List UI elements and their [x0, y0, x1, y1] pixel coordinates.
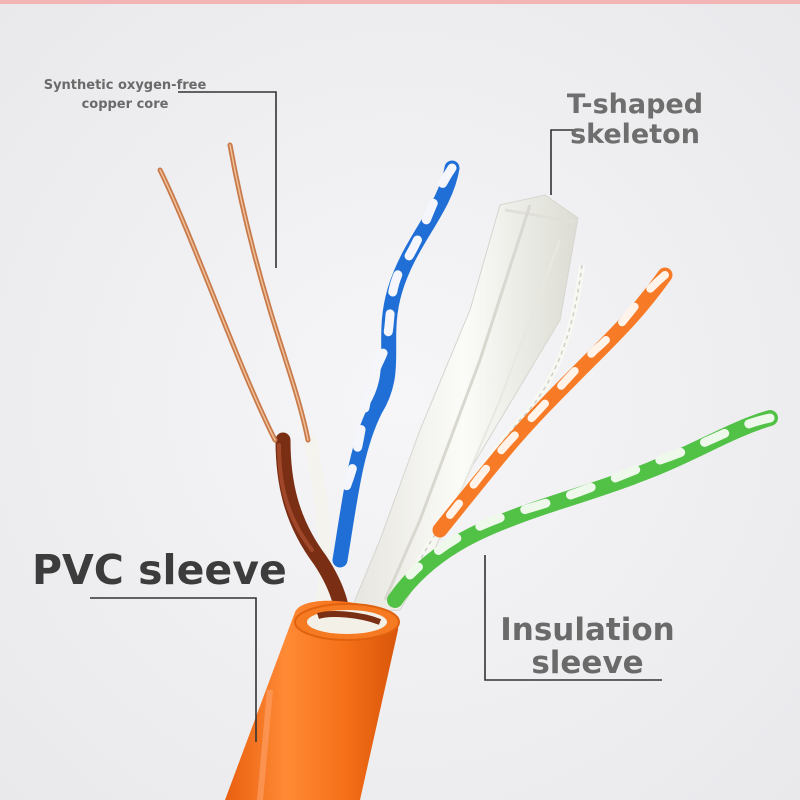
copper-core-label: Synthetic oxygen-free copper core [20, 76, 230, 114]
green-twisted-pair [387, 410, 778, 608]
insulation-label-line1: Insulation [500, 612, 675, 648]
pvc-sleeve-label: PVC sleeve [32, 546, 287, 594]
blue-twisted-pair [332, 160, 460, 568]
orange-twisted-pair [432, 267, 673, 538]
copper-conductors [157, 142, 311, 443]
t-shaped-skeleton-label: T-shaped skeleton [560, 90, 710, 150]
insulation-label-line2: sleeve [531, 645, 644, 681]
copper-core-leader-line [178, 91, 277, 268]
skeleton-leader-line [550, 129, 575, 195]
pvc-jacket [225, 600, 400, 800]
copper-core-label-line2: copper core [81, 97, 169, 112]
t-shaped-skeleton [349, 194, 579, 613]
insulation-sleeve-label: Insulation sleeve [495, 614, 680, 680]
t-shaped-label-line2: skeleton [570, 119, 700, 150]
t-shaped-label-line1: T-shaped [566, 89, 704, 120]
pvc-sleeve-leader-line [90, 597, 257, 742]
insulation-leader-line [484, 555, 662, 681]
copper-core-label-line1: Synthetic oxygen-free [43, 78, 207, 93]
leader-lines [90, 91, 662, 742]
top-edge [0, 0, 800, 4]
